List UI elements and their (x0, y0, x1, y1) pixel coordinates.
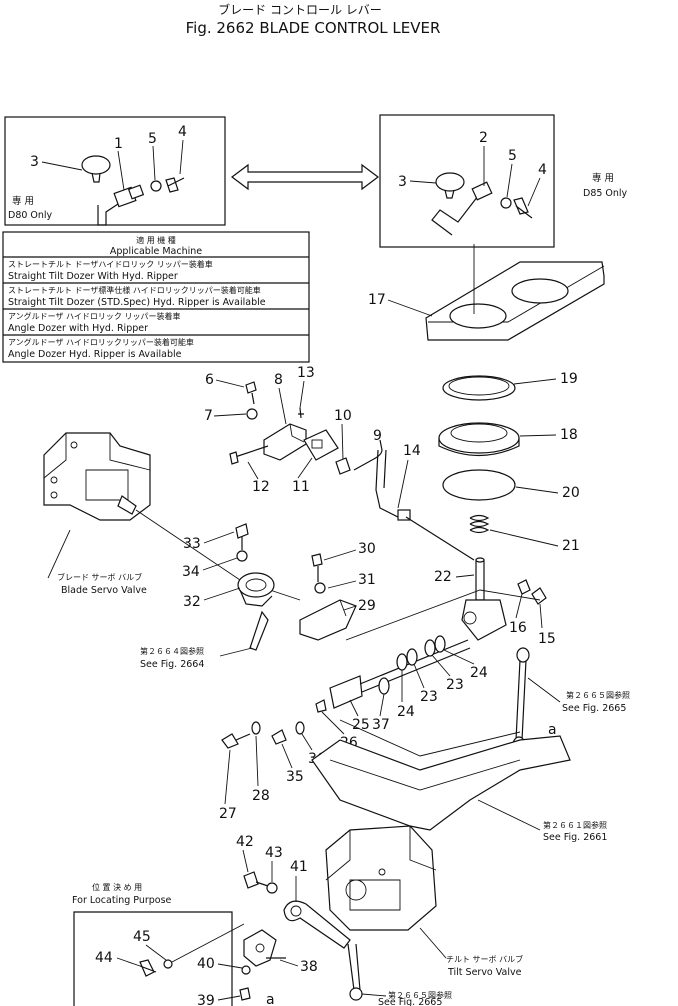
ref-a-lower-label: a (266, 992, 275, 1006)
part-33-label: 33 (183, 536, 201, 552)
part-23-label-b: 23 (446, 677, 464, 693)
see-2665-jp: 第２６６５図参照 (566, 690, 630, 700)
part-11-label: 11 (292, 479, 310, 495)
part-20-label: 20 (562, 485, 580, 501)
part-12-label: 12 (252, 479, 270, 495)
part-5-label-d85: 5 (508, 148, 517, 164)
d80-only-label: D80 Only (8, 210, 53, 221)
part-9-label: 9 (373, 428, 382, 444)
plate-assembly: 17 19 18 20 21 (368, 244, 605, 554)
part-3-label: 3 (30, 154, 39, 170)
blade-servo-jp: ブレード サーボ バルブ (57, 572, 142, 582)
part-24-label-a: 24 (397, 704, 415, 720)
part-35-label: 35 (286, 769, 304, 785)
bolt-group-lower: 27 28 35 36 (219, 721, 326, 822)
tilt-servo-valve: チルト サーボ バルブ Tilt Servo Valve (325, 825, 523, 978)
see-2664-jp: 第２６６４図参照 (140, 646, 204, 656)
table-row-4-en: Angle Dozer Hyd. Ripper is Available (8, 349, 182, 360)
interchange-arrow (231, 163, 379, 191)
part-42-label: 42 (236, 834, 254, 850)
part-34-label: 34 (182, 564, 200, 580)
part-37-label: 37 (372, 717, 390, 733)
clamp-group: 33 34 32 第２６６４図参照 See Fig. 2664 (135, 509, 301, 670)
part-41-label: 41 (290, 859, 308, 875)
part-38-label: 38 (300, 959, 318, 975)
part-30-label: 30 (358, 541, 376, 557)
locating-jp: 位 置 決 め 用 (92, 882, 142, 892)
table-row-1-jp: ストレートチルト ドーザハイドロリック リッパー装着車 (8, 259, 213, 269)
tilt-servo-label: Tilt Servo Valve (447, 967, 522, 978)
jp-title: ブレード コントロール レバー (218, 2, 382, 17)
part-43-label: 43 (265, 845, 283, 861)
part-39-label: 39 (197, 993, 215, 1006)
table-header-en: Applicable Machine (110, 246, 202, 257)
part-13-label: 13 (297, 365, 315, 381)
locating-box: 位 置 決 め 用 For Locating Purpose 44 45 38 … (72, 882, 318, 1006)
table-row-3-jp: アングルドーザ ハイドロリック リッパー装着車 (8, 311, 180, 321)
d80-only-box: 専 用 D80 Only 3 1 5 4 (4, 116, 226, 226)
see-2665-label: See Fig. 2665 (562, 703, 626, 714)
see-2665b-label: See Fig. 2665 (378, 997, 442, 1006)
lever-frame: a 第２６６５図参照 See Fig. 2665 第２６６１図参照 See Fi… (311, 677, 630, 843)
part-27-label: 27 (219, 806, 237, 822)
part-25-label: 25 (352, 717, 370, 733)
locating-label: For Locating Purpose (72, 895, 172, 906)
part-31-label: 31 (358, 572, 376, 588)
part-17-label: 17 (368, 292, 386, 308)
see-2665b-jp: 第２６６５図参照 (388, 990, 452, 1000)
see-2661-jp: 第２６６１図参照 (543, 820, 607, 830)
part-19-label: 19 (560, 371, 578, 387)
part-1-label: 1 (114, 136, 123, 152)
applicable-machine-table: 適 用 機 種 Applicable Machine ストレートチルト ドーザハ… (2, 231, 310, 363)
part-2-label: 2 (479, 130, 488, 146)
part-28-label: 28 (252, 788, 270, 804)
part-4-label-d85: 4 (538, 162, 547, 178)
ref-a-label: a (548, 722, 557, 738)
see-2661-label: See Fig. 2661 (543, 832, 607, 843)
tilt-lever-group: 42 43 41 第２６６５図参照 See Fig. 2665 (236, 834, 452, 1006)
part-22-label: 22 (434, 569, 452, 585)
d85-only-label: D85 Only (583, 188, 628, 199)
part-5-label: 5 (148, 131, 157, 147)
part-3-label-d85: 3 (398, 174, 407, 190)
figure-title: Fig. 2662 BLADE CONTROL LEVER (186, 19, 441, 37)
part-14-label: 14 (403, 443, 421, 459)
part-21-label: 21 (562, 538, 580, 554)
d85-only-box: 専 用 D85 Only 2 3 5 4 (379, 114, 628, 248)
table-header-jp: 適 用 機 種 (136, 235, 176, 245)
blade-servo-valve: ブレード サーボ バルブ Blade Servo Valve (43, 432, 151, 596)
part-45-label: 45 (133, 929, 151, 945)
part-44-label: 44 (95, 950, 113, 966)
bracket-29: 30 31 29 (299, 541, 541, 641)
blade-servo-label: Blade Servo Valve (61, 585, 147, 596)
d85-jp-label: 専 用 (592, 172, 614, 184)
part-32-label: 32 (183, 594, 201, 610)
tilt-servo-jp: チルト サーボ バルブ (446, 954, 523, 964)
cross-shaft: 37 24 23 23 24 25 26 (315, 635, 488, 751)
link-arm: 14 9 10 (334, 408, 475, 561)
part-4-label: 4 (178, 124, 187, 140)
table-row-3-en: Angle Dozer with Hyd. Ripper (8, 323, 148, 334)
upper-bracket-group: 6 7 8 13 12 11 (204, 365, 339, 495)
part-40-label: 40 (197, 956, 215, 972)
table-row-4-jp: アングルドーザ ハイドロリックリッパー装着可能車 (8, 337, 194, 347)
table-row-1-en: Straight Tilt Dozer With Hyd. Ripper (8, 271, 178, 282)
part-16-label: 16 (509, 620, 527, 636)
part-10-label: 10 (334, 408, 352, 424)
part-15-label: 15 (538, 631, 556, 647)
part-7-label: 7 (204, 408, 213, 424)
part-6-label: 6 (205, 372, 214, 388)
table-row-2-en: Straight Tilt Dozer (STD.Spec) Hyd. Ripp… (8, 297, 266, 308)
part-18-label: 18 (560, 427, 578, 443)
table-row-2-jp: ストレートチルト ドーザ標準仕様 ハイドロリックリッパー装着可能車 (8, 285, 261, 295)
d80-jp-label: 専 用 (12, 195, 34, 207)
part-8-label: 8 (274, 372, 283, 388)
part-29-label: 29 (358, 598, 376, 614)
part-24-label-b: 24 (470, 665, 488, 681)
see-2664-label: See Fig. 2664 (140, 659, 204, 670)
part-23-label-a: 23 (420, 689, 438, 705)
